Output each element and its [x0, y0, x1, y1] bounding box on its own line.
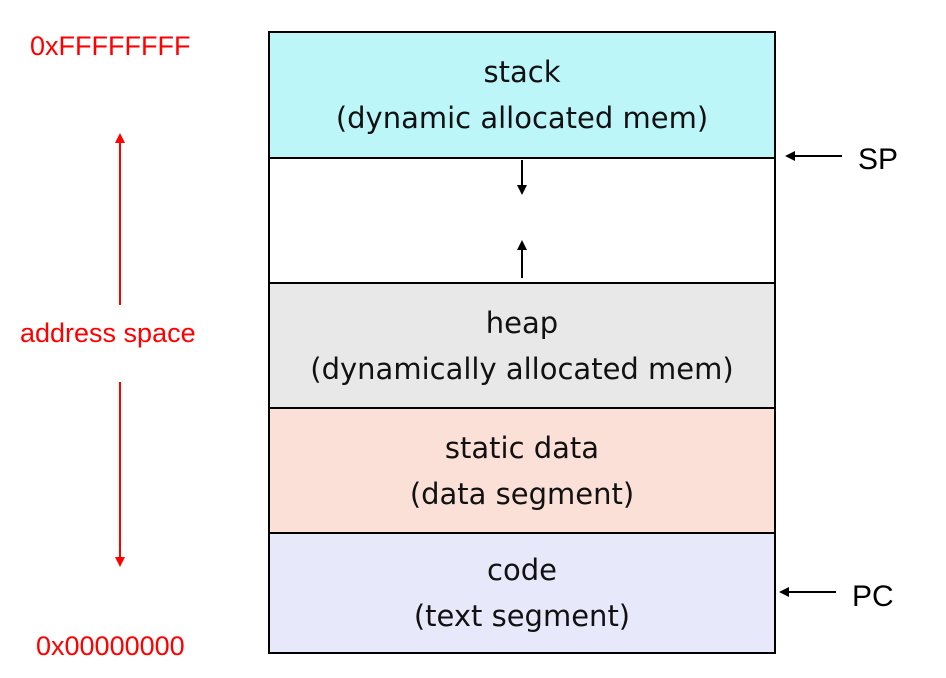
stack-segment: stack (dynamic allocated mem)	[270, 33, 774, 157]
sp-label: SP	[858, 143, 899, 176]
high-address-label: 0xFFFFFFFF	[30, 31, 191, 61]
code-subtitle: (text segment)	[413, 599, 631, 633]
stack-title: stack	[483, 55, 561, 89]
code-title: code	[487, 553, 557, 587]
pc-label: PC	[852, 580, 894, 613]
stack-subtitle: (dynamic allocated mem)	[335, 101, 709, 135]
memory-layout: stack (dynamic allocated mem) heap (dyna…	[268, 31, 776, 654]
static-data-title: static data	[444, 430, 600, 465]
static-data-subtitle: (data segment)	[409, 476, 635, 511]
address-space-label: address space	[20, 318, 196, 348]
heap-subtitle: (dynamically allocated mem)	[310, 351, 734, 386]
heap-title: heap	[485, 305, 559, 340]
code-segment: code (text segment)	[270, 532, 774, 652]
low-address-label: 0x00000000	[36, 631, 185, 661]
heap-segment: heap (dynamically allocated mem)	[270, 282, 774, 407]
static-data-segment: static data (data segment)	[270, 407, 774, 532]
